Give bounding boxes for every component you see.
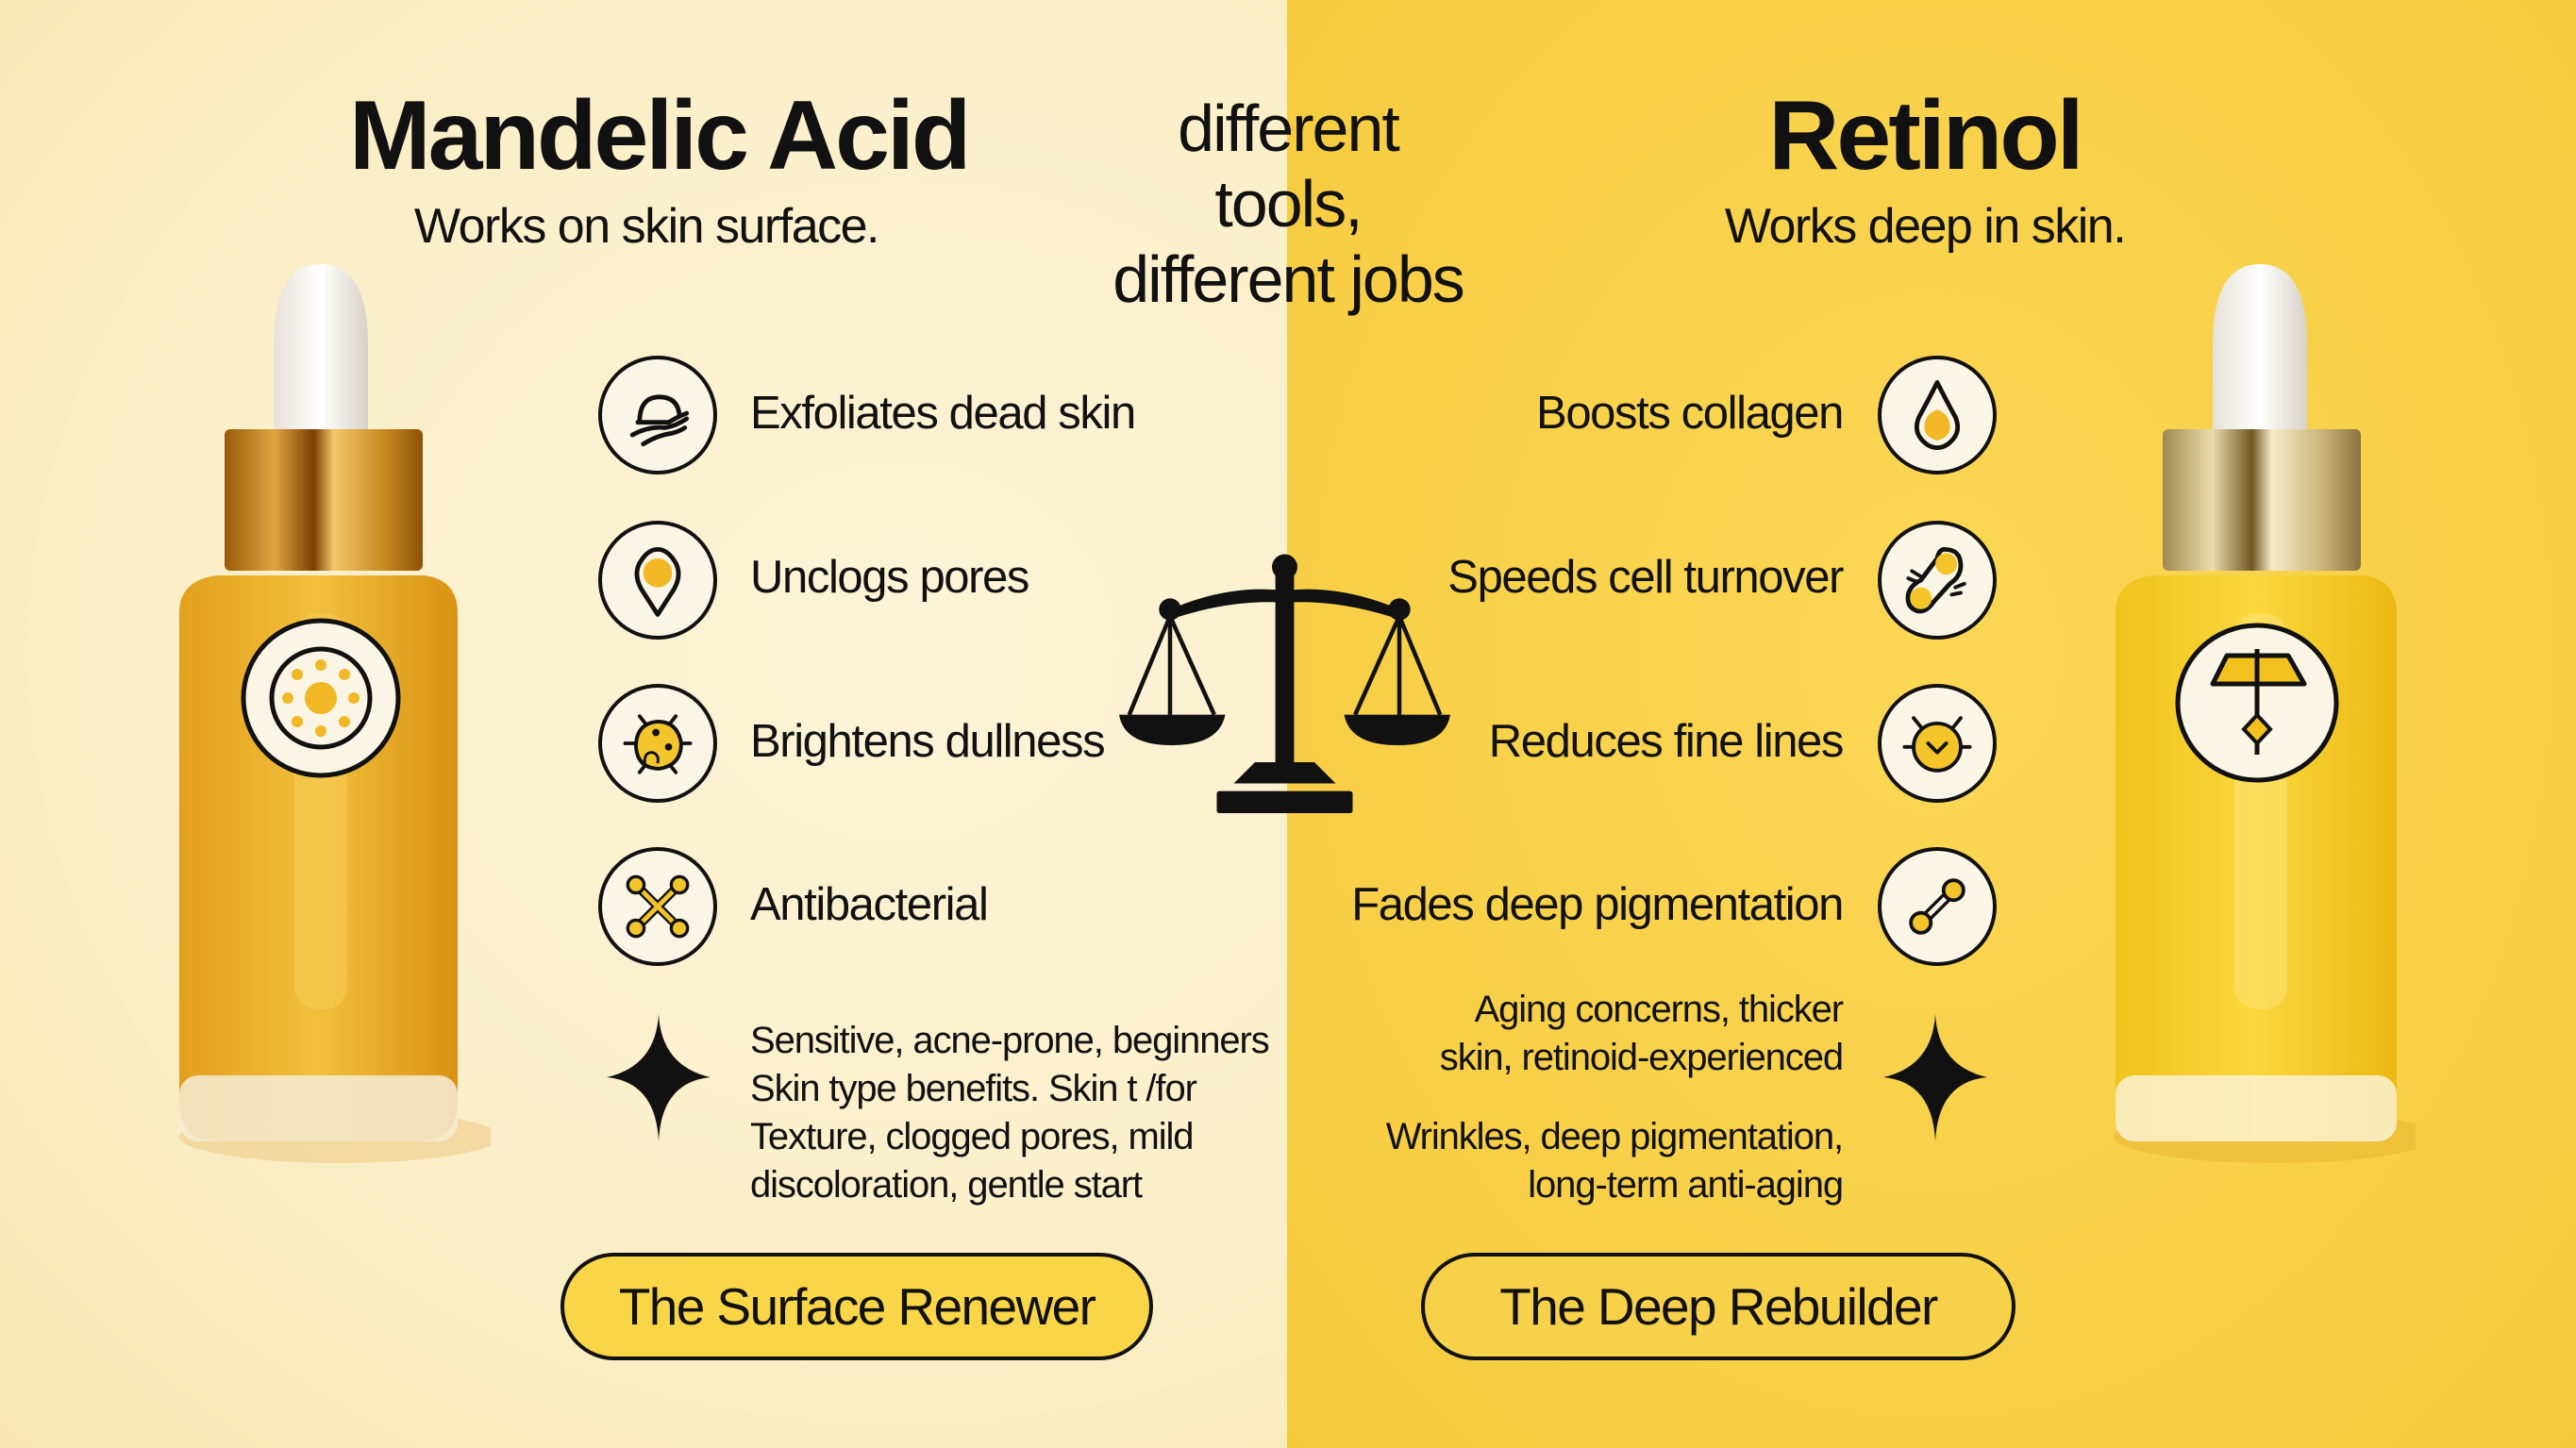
left-note-line-2: Skin type benefits. Skin t /for	[750, 1068, 1197, 1109]
right-feature-2: Speeds cell turnover	[1447, 552, 1844, 603]
serum-bottle-illustration	[2114, 264, 2434, 1163]
bright-cell-icon	[598, 684, 717, 803]
left-feature-4: Antibacterial	[750, 879, 989, 930]
right-subtitle: Works deep in skin.	[1724, 199, 2127, 254]
tagline-line-2: tools,	[1214, 167, 1363, 241]
dividing-cell-icon	[1878, 521, 1997, 640]
pore-pin-icon	[598, 521, 717, 640]
right-title: Retinol	[1768, 81, 2083, 191]
sparkle-icon	[1883, 1014, 1987, 1141]
surface-renewer-badge[interactable]: The Surface Renewer	[560, 1253, 1153, 1360]
surface-renewer-label: The Surface Renewer	[618, 1277, 1096, 1336]
left-feature-3: Brightens dullness	[750, 716, 1106, 767]
droplet-icon	[1878, 356, 1997, 474]
clock-bug-icon	[1878, 684, 1997, 803]
tagline-line-1: different	[1178, 92, 1400, 165]
left-note-line-3: Texture, clogged pores, mild	[750, 1116, 1195, 1157]
left-subtitle: Works on skin surface.	[413, 199, 880, 254]
molecule-x-icon	[598, 847, 717, 966]
tagline-line-3: different jobs	[1112, 242, 1465, 316]
retinol-bottle	[2095, 255, 2434, 1163]
sparkle-icon	[607, 1014, 711, 1141]
left-notes: Sensitive, acne-prone, beginners Skin ty…	[750, 1017, 1270, 1209]
right-note-line-1: Aging concerns, thicker	[1474, 989, 1845, 1030]
right-feature-1: Boosts collagen	[1536, 388, 1844, 439]
left-feature-1: Exfoliates dead skin	[750, 388, 1136, 439]
right-note-line-4: long-term anti-aging	[1528, 1164, 1844, 1206]
right-feature-3: Reduces fine lines	[1488, 716, 1845, 767]
deep-rebuilder-badge[interactable]: The Deep Rebuilder	[1421, 1253, 2016, 1360]
right-feature-4: Fades deep pigmentation	[1351, 879, 1844, 930]
right-notes-group-1: Aging concerns, thicker skin, retinoid-e…	[1439, 986, 1845, 1082]
deep-rebuilder-label: The Deep Rebuilder	[1499, 1277, 1938, 1336]
right-note-line-2: skin, retinoid-experienced	[1439, 1037, 1844, 1078]
center-tagline: different tools, different jobs	[1052, 91, 1524, 317]
right-note-line-3: Wrinkles, deep pigmentation,	[1385, 1116, 1844, 1157]
balance-scale-icon	[1119, 554, 1450, 813]
left-note-line-1: Sensitive, acne-prone, beginners	[750, 1020, 1270, 1061]
serum-bottle-illustration	[179, 264, 500, 1163]
dumbbell-link-icon	[1878, 847, 1997, 966]
exfoliate-waves-icon	[598, 356, 717, 474]
left-title: Mandelic Acid	[349, 81, 971, 191]
right-notes-group-2: Wrinkles, deep pigmentation, long-term a…	[1385, 1113, 1844, 1209]
left-feature-2: Unclogs pores	[750, 552, 1029, 603]
left-note-line-4: discoloration, gentle start	[750, 1164, 1143, 1206]
mandelic-acid-bottle	[170, 255, 500, 1163]
